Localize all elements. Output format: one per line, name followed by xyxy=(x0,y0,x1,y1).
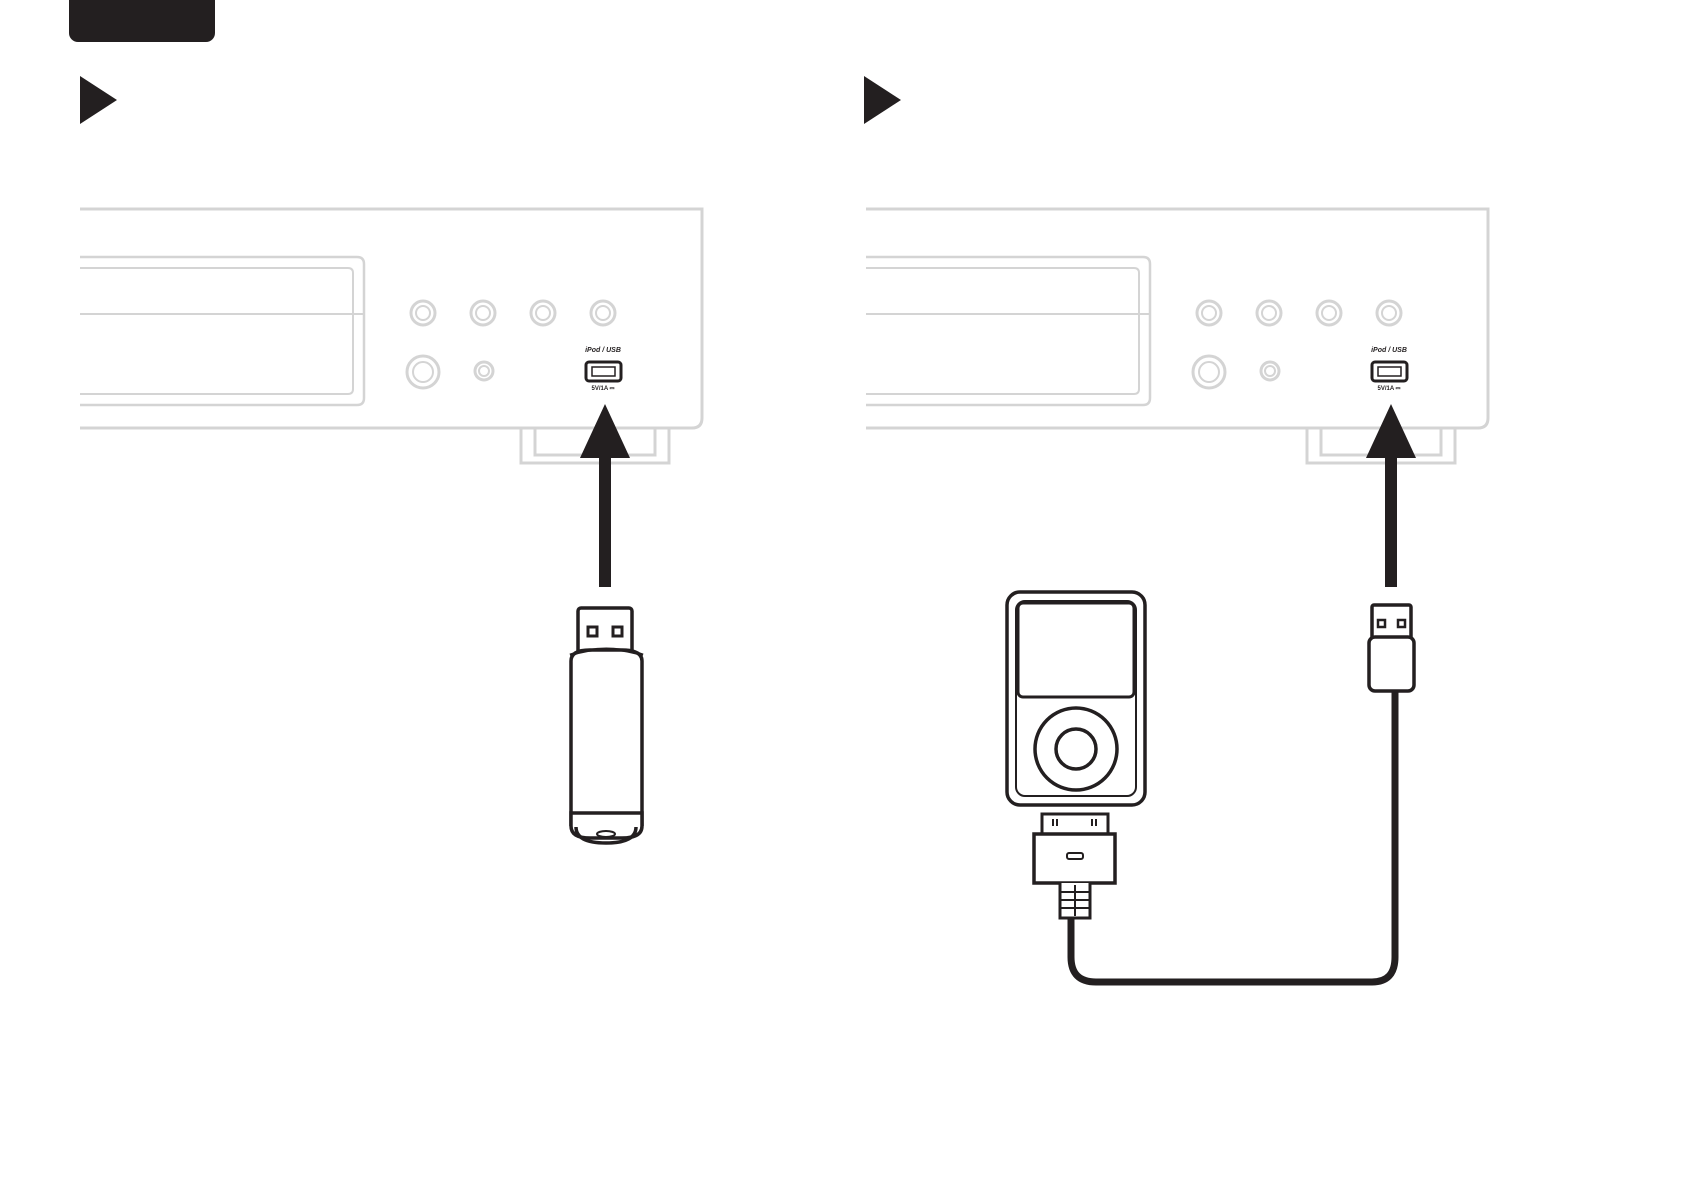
port-label-right: iPod / USB xyxy=(1371,347,1407,354)
usb-plug-icon xyxy=(1369,605,1414,691)
panel-usb-memory: iPod / USB 5V/1A ⎓ xyxy=(80,209,702,843)
control-knobs-top-right xyxy=(1197,301,1401,325)
usb-flash-drive-icon xyxy=(570,608,643,843)
up-arrow-icon-left xyxy=(580,404,630,587)
power-button-left xyxy=(407,356,439,388)
power-button-right xyxy=(1193,356,1225,388)
ipod-icon xyxy=(1007,592,1145,805)
panel-ipod: iPod / USB 5V/1A ⎓ xyxy=(866,209,1488,982)
control-knobs-top-left xyxy=(411,301,615,325)
up-arrow-icon-right xyxy=(1366,404,1416,587)
dock-connector-icon xyxy=(1034,814,1115,918)
port-sublabel-right: 5V/1A ⎓ xyxy=(1378,386,1401,392)
port-label-left: iPod / USB xyxy=(585,347,621,354)
usb-port-right: iPod / USB 5V/1A ⎓ xyxy=(1371,347,1407,392)
port-sublabel-left: 5V/1A ⎓ xyxy=(592,386,615,392)
usb-port-left: iPod / USB 5V/1A ⎓ xyxy=(585,347,621,392)
